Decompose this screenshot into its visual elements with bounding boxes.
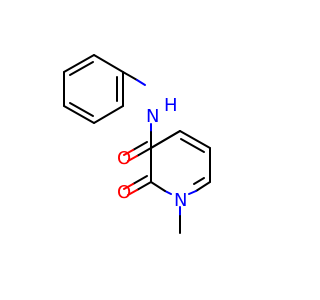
bond — [127, 189, 138, 196]
bond-inner — [69, 61, 94, 76]
bond — [179, 130, 211, 149]
bond — [136, 79, 146, 86]
bond — [63, 54, 95, 73]
nh-nitrogen-label: N — [146, 106, 159, 127]
bond — [136, 181, 152, 191]
bond — [122, 71, 138, 81]
bond — [63, 105, 95, 124]
pyridinone-ring — [123, 130, 211, 234]
bond — [136, 147, 152, 157]
bond — [123, 183, 134, 190]
bond — [93, 54, 124, 73]
bond-inner — [180, 138, 205, 153]
structure-canvas: N H O O N — [63, 54, 211, 234]
bond — [164, 190, 172, 195]
bond — [132, 175, 148, 185]
bond — [150, 181, 166, 192]
phenyl-ring — [63, 54, 124, 124]
nh-hydrogen-label: H — [164, 95, 178, 116]
bond — [127, 155, 138, 162]
ring-nitrogen-label: N — [174, 190, 187, 211]
bond-inner — [69, 102, 94, 117]
bond — [188, 190, 197, 195]
molecule-structure: N H O O N — [63, 54, 211, 234]
bond — [132, 141, 148, 151]
bond — [150, 130, 181, 149]
bond — [123, 149, 134, 156]
bond-inner — [193, 177, 205, 185]
ring-oxygen-label: O — [117, 182, 131, 203]
bond — [93, 105, 124, 124]
carbonyl-oxygen-label: O — [117, 148, 131, 169]
bond — [195, 181, 211, 192]
